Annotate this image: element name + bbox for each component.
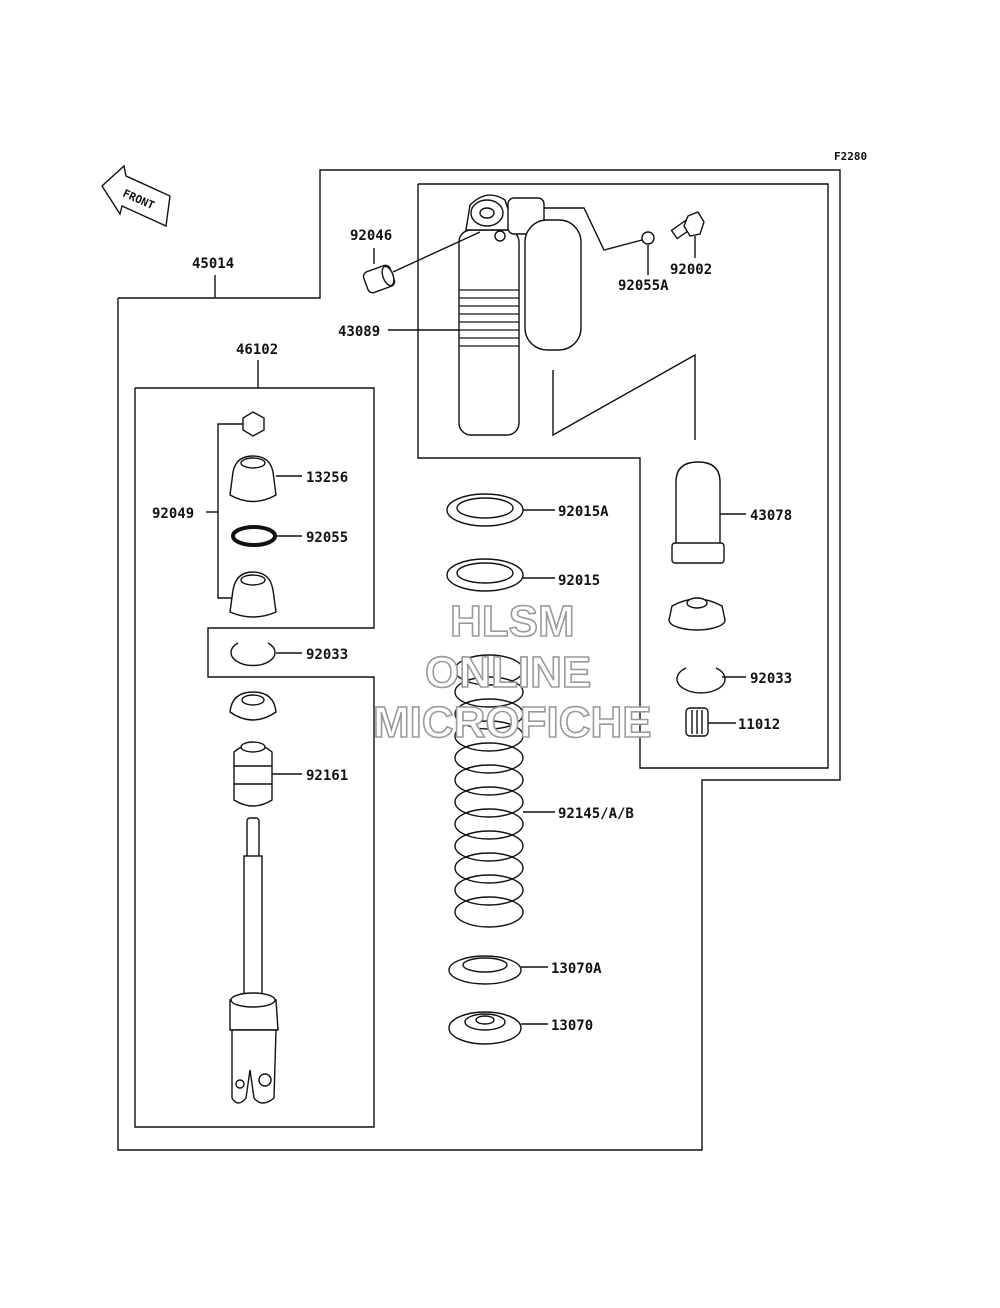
filter-11012-part bbox=[685, 707, 709, 737]
label-92015: 92015 bbox=[558, 573, 600, 589]
reservoir-cap-part bbox=[668, 597, 726, 631]
front-arrow-icon: FRONT bbox=[101, 164, 171, 228]
diagram-code: F2280 bbox=[834, 150, 867, 163]
label-92033-left: 92033 bbox=[306, 647, 348, 663]
watermark-line3: MICROFICHE bbox=[373, 698, 652, 747]
label-92055A: 92055A bbox=[618, 278, 669, 294]
circlip-92033-left-part bbox=[230, 642, 276, 667]
watermark-line1: HLSM bbox=[450, 597, 575, 646]
spring-seat-13070-part bbox=[448, 1011, 522, 1045]
label-11012: 11012 bbox=[738, 717, 780, 733]
bearing-92046-part bbox=[362, 264, 396, 294]
nut-92015-part bbox=[446, 558, 524, 592]
bushing-lower-part bbox=[229, 571, 277, 618]
watermark-line2: ONLINE bbox=[425, 648, 591, 697]
bump-stop-cap-part bbox=[229, 691, 277, 721]
label-43089: 43089 bbox=[338, 324, 380, 340]
assembly-outline-46102 bbox=[134, 387, 375, 1128]
nut-92015A-part bbox=[446, 493, 524, 527]
label-92015A: 92015A bbox=[558, 504, 609, 520]
oring-92055A-part bbox=[641, 231, 655, 245]
label-13256: 13256 bbox=[306, 470, 348, 486]
assembly-outline-45014 bbox=[117, 169, 841, 1151]
label-92161: 92161 bbox=[306, 768, 348, 784]
circlip-92033-right-part bbox=[676, 667, 726, 694]
bushing-13256-part bbox=[229, 455, 277, 503]
spring-seat-13070A-part bbox=[448, 955, 522, 985]
bump-rubber-92161-part bbox=[233, 741, 273, 807]
assembly-outline-shock bbox=[417, 183, 829, 769]
reservoir-43078-part bbox=[671, 461, 725, 564]
label-92049: 92049 bbox=[152, 506, 194, 522]
label-13070: 13070 bbox=[551, 1018, 593, 1034]
label-92033-right: 92033 bbox=[750, 671, 792, 687]
watermark: HLSM ONLINE MICROFICHE bbox=[372, 596, 652, 748]
label-46102: 46102 bbox=[236, 342, 278, 358]
oring-92055-part bbox=[231, 525, 277, 547]
shaft-clevis-part bbox=[229, 817, 279, 1104]
label-92145: 92145/A/B bbox=[558, 806, 634, 822]
label-92055: 92055 bbox=[306, 530, 348, 546]
label-92046: 92046 bbox=[350, 228, 392, 244]
spring-92145-part bbox=[454, 654, 524, 928]
shock-body-part bbox=[458, 194, 582, 436]
label-13070A: 13070A bbox=[551, 961, 602, 977]
label-45014: 45014 bbox=[192, 256, 234, 272]
bolt-92002-part bbox=[670, 211, 705, 240]
label-92002: 92002 bbox=[670, 262, 712, 278]
label-43078: 43078 bbox=[750, 508, 792, 524]
nut-part bbox=[242, 411, 265, 437]
